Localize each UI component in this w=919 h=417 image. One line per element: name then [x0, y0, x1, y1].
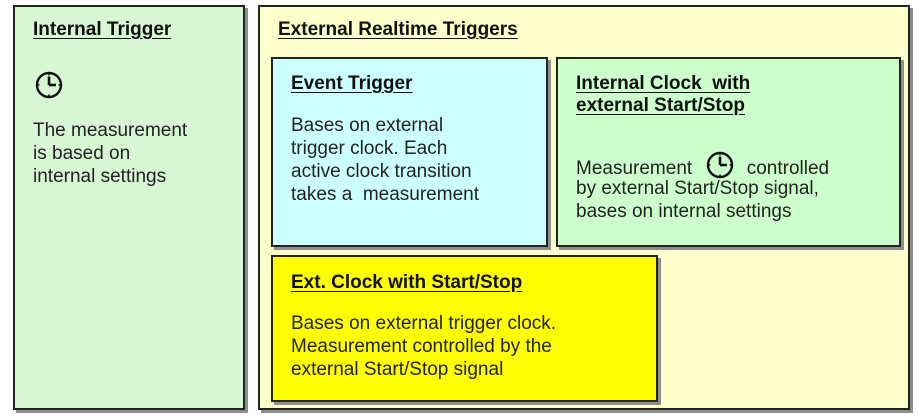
description-prefix: Measurement	[576, 158, 693, 179]
title-line: Internal Clock with	[576, 73, 751, 94]
ext-clock-description: Bases on external trigger clock. Measure…	[291, 312, 556, 381]
event-trigger-box: Event Trigger Bases on external trigger …	[271, 57, 548, 247]
ext-clock-title: Ext. Clock with Start/Stop	[291, 272, 523, 293]
internal-clock-box: Internal Clock with external Start/Stop …	[556, 57, 901, 247]
description-line: bases on internal settings	[576, 201, 792, 222]
clock-icon	[35, 71, 63, 99]
clock-icon	[707, 151, 734, 179]
description-line: external Start/Stop signal	[291, 359, 504, 380]
description-line: Bases on external trigger clock.	[291, 313, 557, 334]
description-line: takes a measurement	[291, 184, 479, 205]
internal-trigger-title: Internal Trigger	[33, 19, 172, 40]
description-line: by external Start/Stop signal,	[576, 178, 819, 199]
title-line: external Start/Stop	[576, 95, 745, 116]
event-trigger-title: Event Trigger	[291, 73, 413, 94]
internal-trigger-panel: Internal Trigger The measurement is base…	[13, 5, 245, 410]
ext-clock-box: Ext. Clock with Start/Stop Bases on exte…	[271, 255, 658, 402]
description-first-line: Measurement controlled	[576, 150, 830, 179]
description-line: The measurement	[33, 120, 188, 141]
description-line: trigger clock. Each	[291, 138, 448, 159]
internal-clock-description: Measurement controlled by external Start…	[576, 150, 829, 223]
external-triggers-title: External Realtime Triggers	[278, 19, 518, 40]
description-suffix: controlled	[746, 158, 830, 179]
event-trigger-description: Bases on external trigger clock. Each ac…	[291, 114, 479, 206]
internal-trigger-description: The measurement is based on internal set…	[33, 119, 187, 188]
internal-clock-title: Internal Clock with external Start/Stop	[576, 73, 750, 117]
description-line: is based on	[33, 143, 131, 164]
description-line: internal settings	[33, 166, 167, 187]
description-line: active clock transition	[291, 161, 472, 182]
description-line: Bases on external	[291, 115, 444, 136]
description-line: Measurement controlled by the	[291, 336, 552, 357]
